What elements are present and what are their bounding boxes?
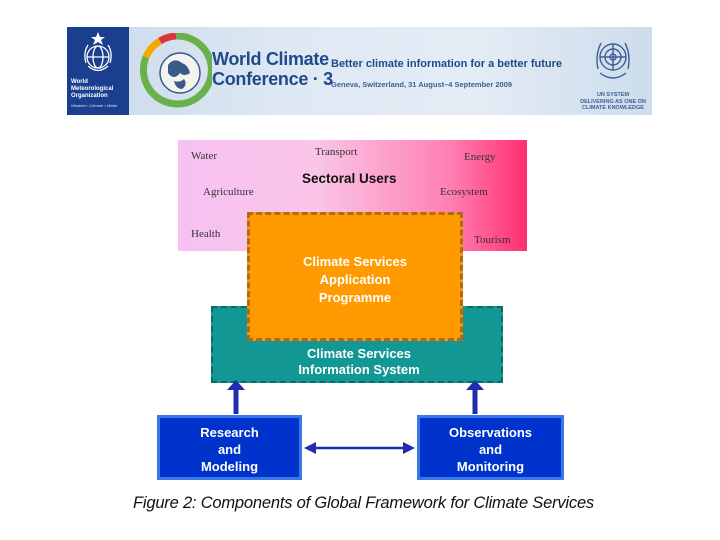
un-system-tagline: UN SYSTEM DELIVERING AS ONE ON CLIMATE K… bbox=[580, 92, 646, 111]
double-arrow-icon bbox=[304, 442, 415, 454]
figure-caption: Figure 2: Components of Global Framework… bbox=[133, 494, 594, 512]
sector-health: Health bbox=[191, 228, 221, 240]
up-arrow-observations-icon bbox=[466, 380, 484, 414]
sectoral-users-title: Sectoral Users bbox=[302, 171, 397, 186]
conference-title: World Climate Conference · 3 bbox=[212, 49, 333, 89]
information-system-label: Climate Services Information System bbox=[298, 346, 420, 377]
wmo-slogan: Weather • Climate • Water bbox=[71, 103, 118, 108]
research-modeling-label: Research and Modeling bbox=[200, 425, 259, 474]
sector-water: Water bbox=[191, 150, 217, 162]
observations-monitoring-box: Observations and Monitoring bbox=[417, 415, 564, 480]
wcc3-globe-logo-icon bbox=[140, 33, 212, 108]
climate-services-application-programme-box: Climate Services Application Programme bbox=[247, 212, 463, 341]
research-modeling-box: Research and Modeling bbox=[157, 415, 302, 480]
conference-banner: World Meteorological Organization Weathe… bbox=[67, 27, 652, 115]
wmo-name: World Meteorological Organization bbox=[71, 79, 114, 99]
sector-transport: Transport bbox=[315, 146, 358, 158]
up-arrow-research-icon bbox=[227, 380, 245, 414]
un-emblem-icon bbox=[596, 42, 630, 79]
sector-agriculture: Agriculture bbox=[203, 186, 254, 198]
conference-tagline: Better climate information for a better … bbox=[331, 58, 563, 70]
wmo-logo-block: World Meteorological Organization Weathe… bbox=[67, 27, 129, 115]
sector-ecosystem: Ecosystem bbox=[440, 186, 488, 198]
sector-energy: Energy bbox=[464, 151, 496, 163]
sector-tourism: Tourism bbox=[474, 234, 511, 246]
observations-monitoring-label: Observations and Monitoring bbox=[448, 425, 533, 474]
conference-dates: Geneva, Switzerland, 31 August–4 Septemb… bbox=[331, 80, 513, 89]
application-programme-label: Climate Services Application Programme bbox=[302, 254, 408, 305]
wmo-emblem-icon bbox=[84, 32, 112, 72]
